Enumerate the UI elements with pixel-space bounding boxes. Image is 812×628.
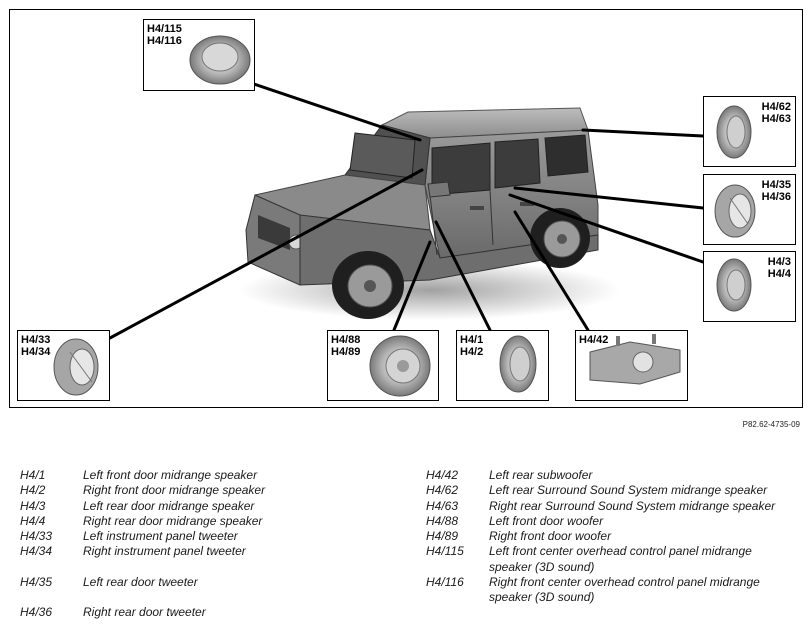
callout-box-front-woofer: H4/88 H4/89 [327, 330, 439, 401]
legend-text: Left rear door midrange speaker [83, 498, 255, 513]
callout-label: H4/3 H4/4 [767, 256, 791, 280]
legend-text: Left rear subwoofer [489, 468, 593, 482]
callout-label: H4/62 H4/63 [761, 101, 791, 125]
leader-line-front-midrange [434, 220, 492, 332]
figure-reference-number: P82.62-4735-09 [742, 420, 800, 429]
callout-box-front-midrange: H4/1 H4/2 [456, 330, 549, 401]
legend-text: Left front door woofer [489, 513, 604, 528]
leader-line-rear-tweeter [513, 186, 705, 210]
diagram-frame [9, 9, 803, 408]
legend-code: H4/1 [20, 468, 46, 482]
legend-right-column: H4/42 Left rear subwoofer H4/62 Left rear … [426, 468, 806, 606]
leader-line-rear-surround [581, 128, 705, 138]
leader-line-rear-midrange [508, 193, 705, 264]
legend-text: Right rear Surround Sound System midrang… [489, 498, 776, 513]
legend-code: H4/2 [20, 483, 46, 498]
legend-item: H4/116 Right front center overhead contro… [426, 575, 806, 606]
legend-text: Right front door woofer [489, 529, 612, 544]
vehicle-illustration [108, 82, 705, 340]
legend-item: H4/3 Left rear door midrange speaker [20, 499, 400, 514]
callout-box-rear-surround: H4/62 H4/63 [703, 96, 796, 167]
legend-code: H4/62 [426, 483, 459, 498]
legend-item: H4/36 Right rear door tweeter [20, 605, 400, 620]
callout-box-rear-midrange: H4/3 H4/4 [703, 251, 796, 322]
legend-code: H4/42 [426, 468, 459, 482]
legend-item: H4/63 Right rear Surround Sound System mi… [426, 499, 806, 514]
leader-line-front-woofer [392, 240, 432, 332]
legend-text: Left front door midrange speaker [83, 468, 258, 482]
legend-left-column: H4/1 Left front door midrange speaker H4/… [20, 468, 400, 620]
legend-item: H4/34 Right instrument panel tweeter [20, 544, 400, 559]
legend-text: Right front door midrange speaker [83, 483, 266, 498]
callout-label: H4/33 H4/34 [21, 334, 51, 358]
leader-line-dash-tweeter [108, 168, 424, 340]
legend-item: H4/33 Left instrument panel tweeter [20, 529, 400, 544]
callout-label: H4/115 H4/116 [147, 23, 182, 47]
callout-label: H4/42 [579, 334, 609, 346]
legend-text: Right rear door tweeter [83, 605, 206, 620]
legend-item: H4/4 Right rear door midrange speaker [20, 514, 400, 529]
legend-code: H4/4 [20, 513, 46, 528]
callout-box-dash-tweeter: H4/33 H4/34 [17, 330, 110, 401]
leader-line-subwoofer [513, 210, 590, 332]
legend-text: Right rear door midrange speaker [83, 513, 263, 528]
legend-code: H4/115 [426, 544, 464, 559]
legend-text: Left rear door tweeter [83, 574, 198, 589]
callout-label: H4/88 H4/89 [331, 334, 361, 358]
legend-code: H4/89 [426, 529, 459, 544]
legend-code: H4/36 [20, 605, 53, 620]
legend-text: Left instrument panel tweeter [83, 529, 238, 544]
vehicle-wheels [332, 208, 590, 319]
leader-lines [108, 82, 705, 340]
legend-item: H4/88 Left front door woofer [426, 514, 806, 529]
callout-label: H4/35 H4/36 [761, 179, 791, 203]
legend-code: H4/116 [426, 575, 464, 590]
legend-item: H4/2 Right front door midrange speaker [20, 483, 400, 498]
legend-text: Right instrument panel tweeter [83, 544, 246, 559]
legend-item: H4/35 Left rear door tweeter [20, 575, 400, 590]
legend-text: Right front center overhead control pane… [489, 575, 760, 605]
legend-item: H4/89 Right front door woofer [426, 529, 806, 544]
legend-code: H4/33 [20, 529, 53, 544]
legend-item: H4/42 Left rear subwoofer [426, 468, 806, 483]
legend-code: H4/3 [20, 498, 46, 513]
legend-code: H4/35 [20, 574, 53, 589]
legend-text: Left rear Surround Sound System midrange… [489, 483, 768, 498]
legend-item: H4/1 Left front door midrange speaker [20, 468, 400, 483]
vehicle-body [245, 107, 599, 286]
legend-item: H4/115 Left front center overhead control… [426, 544, 806, 575]
legend-item: H4/62 Left rear Surround Sound System mid… [426, 483, 806, 498]
leader-line-overhead [252, 82, 422, 142]
callout-box-overhead: H4/115 H4/116 [143, 19, 255, 91]
legend-code: H4/63 [426, 498, 459, 513]
legend-code: H4/88 [426, 513, 459, 528]
legend-text: Left front center overhead control panel… [489, 544, 752, 574]
callout-box-subwoofer: H4/42 [575, 330, 688, 401]
callout-label: H4/1 H4/2 [460, 334, 484, 358]
legend-code: H4/34 [20, 544, 53, 559]
callout-box-rear-tweeter: H4/35 H4/36 [703, 174, 796, 245]
